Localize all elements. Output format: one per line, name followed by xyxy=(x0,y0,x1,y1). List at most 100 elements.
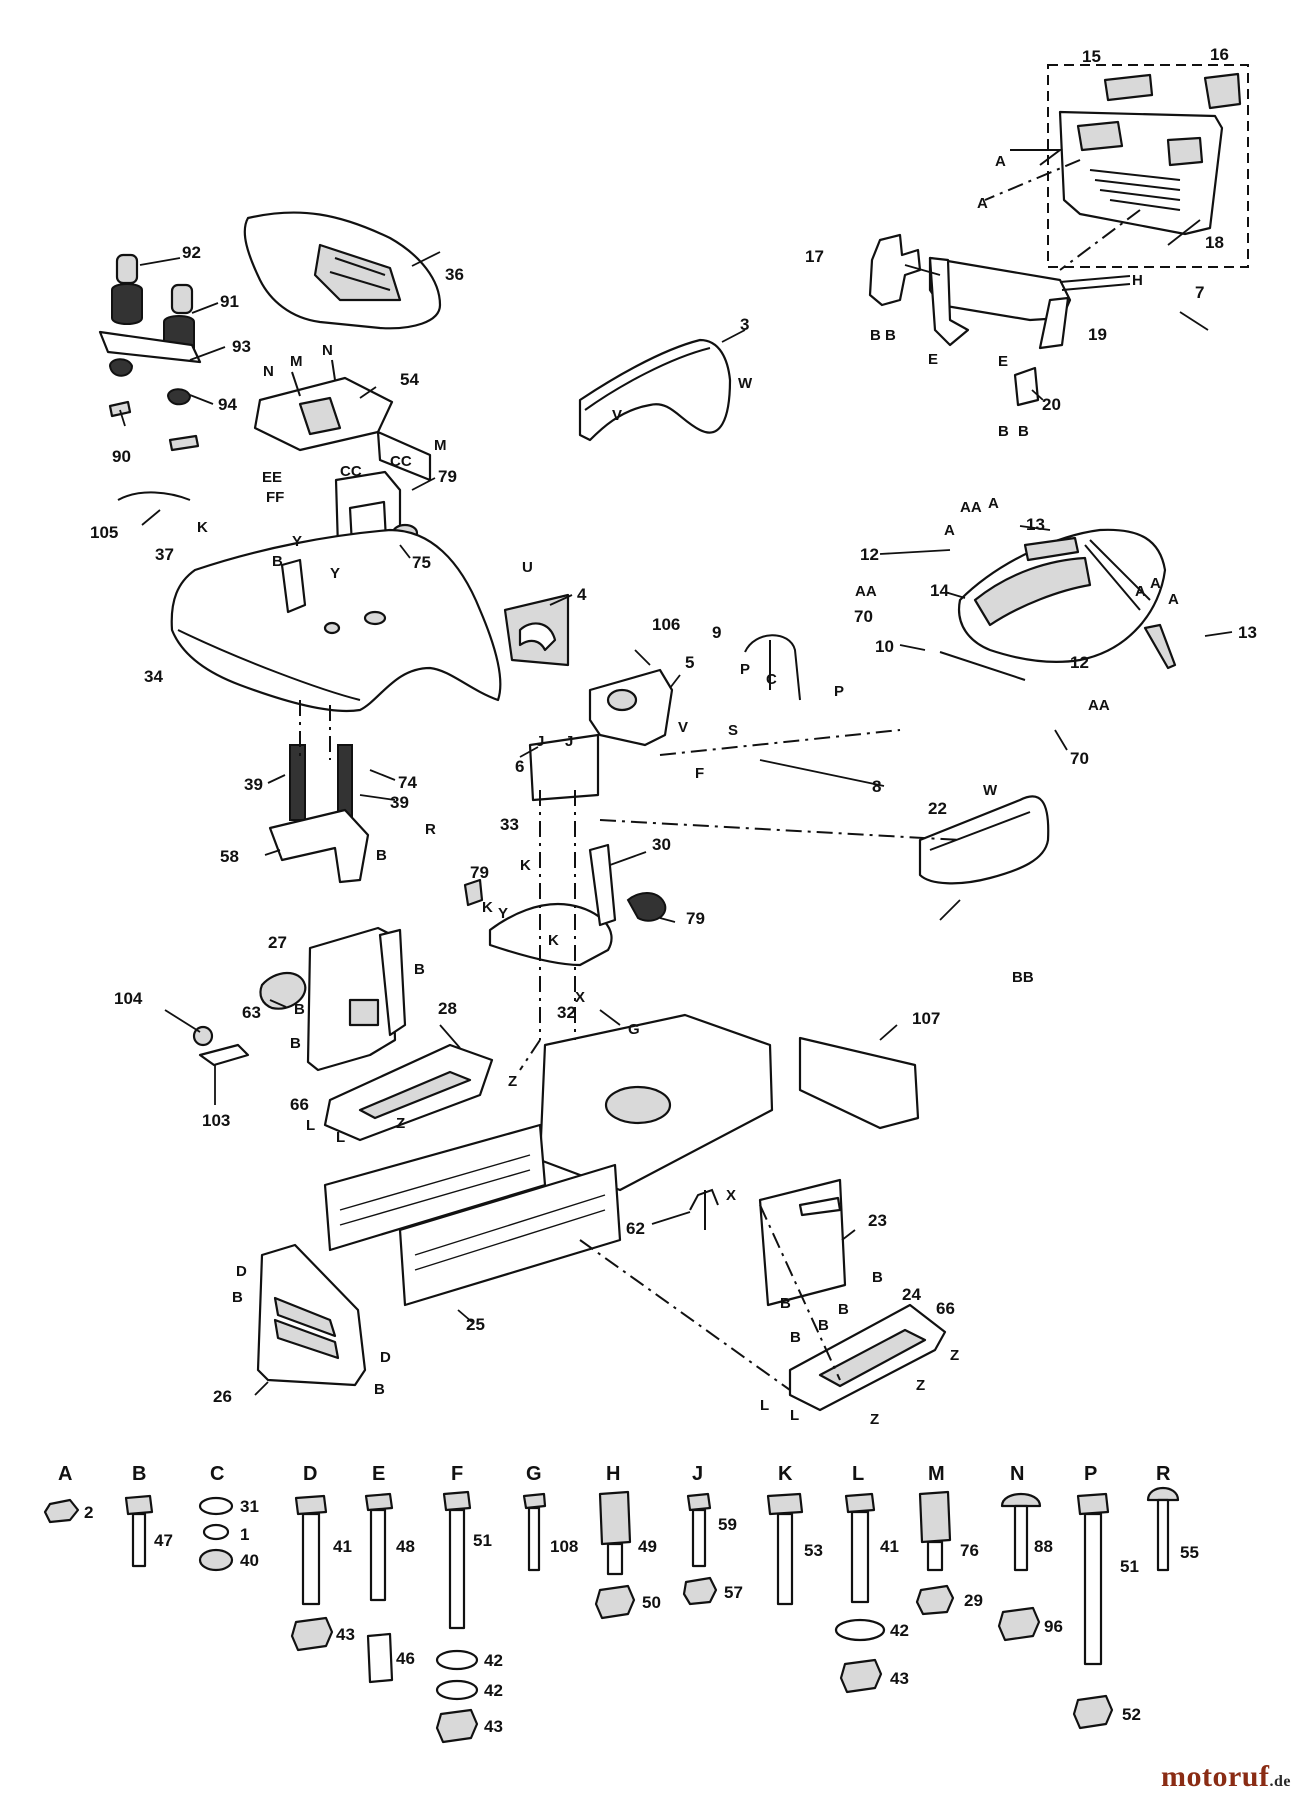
callout: L xyxy=(336,1129,345,1146)
side-panel-27 xyxy=(306,926,407,1072)
callout: FF xyxy=(266,489,284,506)
callout: 24 xyxy=(902,1285,921,1304)
callout: 74 xyxy=(398,773,417,792)
callout: B xyxy=(998,423,1009,440)
callout: K xyxy=(482,899,493,916)
callout: 32 xyxy=(557,1003,576,1022)
callout: 79 xyxy=(470,863,489,882)
callout: Y xyxy=(292,533,302,550)
hardware-part-number: 96 xyxy=(1044,1617,1063,1636)
callout: 94 xyxy=(218,395,237,414)
callout: 107 xyxy=(912,1009,940,1028)
callout: 62 xyxy=(626,1219,645,1238)
hardware-letter: K xyxy=(778,1463,793,1485)
callout: B xyxy=(838,1301,849,1318)
hardware-part-number: 40 xyxy=(240,1551,259,1570)
callout: 66 xyxy=(936,1299,955,1318)
hardware-part-number: 88 xyxy=(1034,1537,1053,1556)
callout: Y xyxy=(330,565,340,582)
callout: 54 xyxy=(400,370,419,389)
callout: 37 xyxy=(155,545,174,564)
callout: A xyxy=(1150,575,1161,592)
callout: F xyxy=(695,765,704,782)
seat-assembly xyxy=(243,211,442,330)
dash-5 xyxy=(588,668,674,747)
hardware-letter: F xyxy=(451,1463,463,1485)
callout: N xyxy=(263,363,274,380)
hardware-part-number: 31 xyxy=(240,1497,259,1516)
callout: 58 xyxy=(220,847,239,866)
hardware-letter: D xyxy=(303,1463,317,1485)
callout-labels: 15 16 A A 18 7 17 H B B E E 19 20 B B 36… xyxy=(90,45,1257,1428)
bracket-107 xyxy=(798,1036,920,1130)
hardware-part-number: 48 xyxy=(396,1537,415,1556)
callout: 90 xyxy=(112,447,131,466)
hardware-drawings xyxy=(43,1486,1180,1744)
callout: D xyxy=(236,1263,247,1280)
plate-4 xyxy=(503,593,570,667)
callout: 91 xyxy=(220,292,239,311)
callout: B xyxy=(780,1295,791,1312)
hood-14 xyxy=(939,528,1177,681)
callout: 8 xyxy=(872,777,881,796)
callout: 66 xyxy=(290,1095,309,1114)
hardware-part-number: 57 xyxy=(724,1583,743,1602)
callout: 3 xyxy=(740,315,749,334)
hardware-letter: H xyxy=(606,1463,620,1485)
callout: H xyxy=(1132,272,1143,289)
callout: 15 xyxy=(1082,47,1101,66)
callout: G xyxy=(628,1021,640,1038)
reference-lines xyxy=(299,700,961,1391)
watermark-name: motoruf xyxy=(1161,1760,1270,1793)
hardware-legend: A 2 B 47 C 31 1 40 D 41 43 E 48 46 F 51 … xyxy=(58,1463,1199,1736)
callout: B xyxy=(872,1269,883,1286)
callout: B xyxy=(272,553,283,570)
callout: E xyxy=(928,351,938,368)
part-104-103 xyxy=(192,1025,250,1067)
callout: W xyxy=(738,375,753,392)
callout: 10 xyxy=(875,637,894,656)
callout: 103 xyxy=(202,1111,230,1130)
callout: 13 xyxy=(1026,515,1045,534)
callout: 93 xyxy=(232,337,251,356)
callout: A xyxy=(977,195,988,212)
callout: V xyxy=(612,407,622,424)
callout: M xyxy=(434,437,447,454)
callout: A xyxy=(995,153,1006,170)
callout: 5 xyxy=(685,653,694,672)
callout: B xyxy=(1018,423,1029,440)
callout: 17 xyxy=(805,247,824,266)
callout: AA xyxy=(855,583,877,600)
callout: 20 xyxy=(1042,395,1061,414)
callout: A xyxy=(1168,591,1179,608)
hardware-part-number: 1 xyxy=(240,1525,249,1544)
rear-cowl-22 xyxy=(918,795,1050,885)
callout: AA xyxy=(960,499,982,516)
rail-28 xyxy=(323,1043,494,1142)
callout: Z xyxy=(396,1115,405,1132)
callout: Z xyxy=(916,1377,925,1394)
callout: A xyxy=(988,495,999,512)
callout: J xyxy=(565,733,573,750)
hardware-part-number: 41 xyxy=(880,1537,899,1556)
hardware-letter: G xyxy=(526,1463,542,1485)
callout: 28 xyxy=(438,999,457,1018)
hardware-part-number: 51 xyxy=(473,1531,492,1550)
hardware-letter: B xyxy=(132,1463,146,1485)
callout: B xyxy=(294,1001,305,1018)
hardware-part-number: 52 xyxy=(1122,1705,1141,1724)
callout: A xyxy=(944,522,955,539)
callout: BB xyxy=(1012,969,1034,986)
callout: B xyxy=(376,847,387,864)
callout: 12 xyxy=(1070,653,1089,672)
callout: Z xyxy=(508,1073,517,1090)
callout: Z xyxy=(870,1411,879,1428)
callout: E xyxy=(998,353,1008,370)
callout: 26 xyxy=(213,1387,232,1406)
hardware-part-number: 41 xyxy=(333,1537,352,1556)
hardware-part-number: 53 xyxy=(804,1541,823,1560)
hardware-part-number: 59 xyxy=(718,1515,737,1534)
hardware-letter: N xyxy=(1010,1463,1024,1485)
callout: 39 xyxy=(244,775,263,794)
callout: 105 xyxy=(90,523,118,542)
